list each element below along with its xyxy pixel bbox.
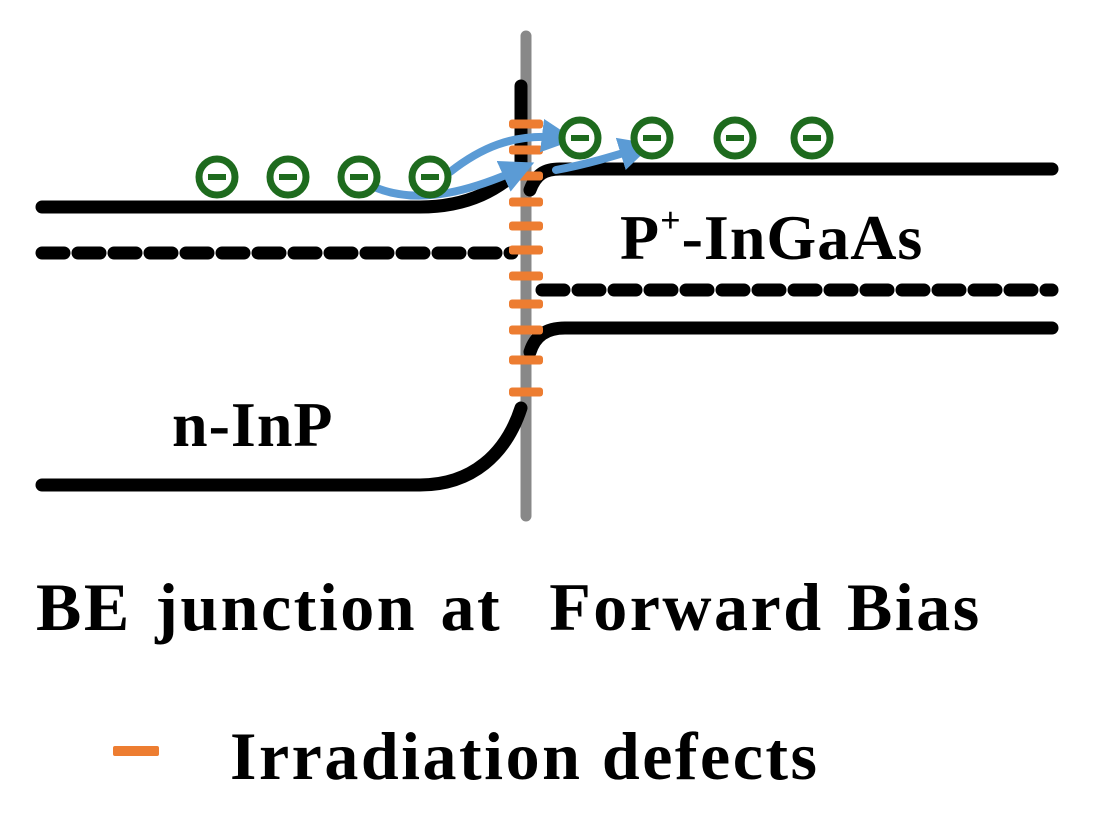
defect-mark	[509, 325, 543, 335]
electron-minus-sign	[726, 135, 744, 141]
electron-minus-sign	[803, 135, 821, 141]
p-side-conduction-band	[523, 162, 1059, 197]
defect-mark	[509, 197, 543, 207]
electron-minus-sign	[643, 135, 661, 141]
electron	[630, 116, 674, 160]
defect-mark	[509, 271, 543, 281]
electron	[713, 116, 757, 160]
defect-mark	[509, 221, 543, 231]
defect-mark	[509, 355, 543, 365]
electron	[195, 155, 239, 199]
electron	[408, 155, 452, 199]
defect-legend-swatch	[113, 746, 159, 756]
electron-minus-sign	[208, 174, 226, 180]
electron	[266, 155, 310, 199]
defect-mark	[509, 119, 543, 129]
n-side-valence-band	[35, 401, 528, 492]
transport-arrow-right	[552, 137, 653, 174]
electron-minus-sign	[571, 135, 589, 141]
electron	[558, 116, 602, 160]
p-type-label: P+-InGaAs	[620, 200, 924, 273]
defect-mark	[509, 245, 543, 255]
transport-arrow-upper	[446, 118, 576, 176]
defect-mark	[509, 145, 543, 155]
defect-mark	[509, 299, 543, 309]
electron	[337, 155, 381, 199]
electron-minus-sign	[421, 174, 439, 180]
electron-minus-sign	[350, 174, 368, 180]
n-type-label: n-InP	[172, 389, 334, 460]
electron-minus-sign	[279, 174, 297, 180]
electrons	[195, 116, 834, 199]
p-side-valence-band	[523, 321, 1059, 359]
electron	[790, 116, 834, 160]
diagram-caption: BE junction at Forward Bias	[36, 569, 982, 645]
defect-mark	[509, 387, 543, 397]
defect-legend-label: Irradiation defects	[230, 718, 820, 794]
transport-arrow-lower	[368, 161, 535, 200]
